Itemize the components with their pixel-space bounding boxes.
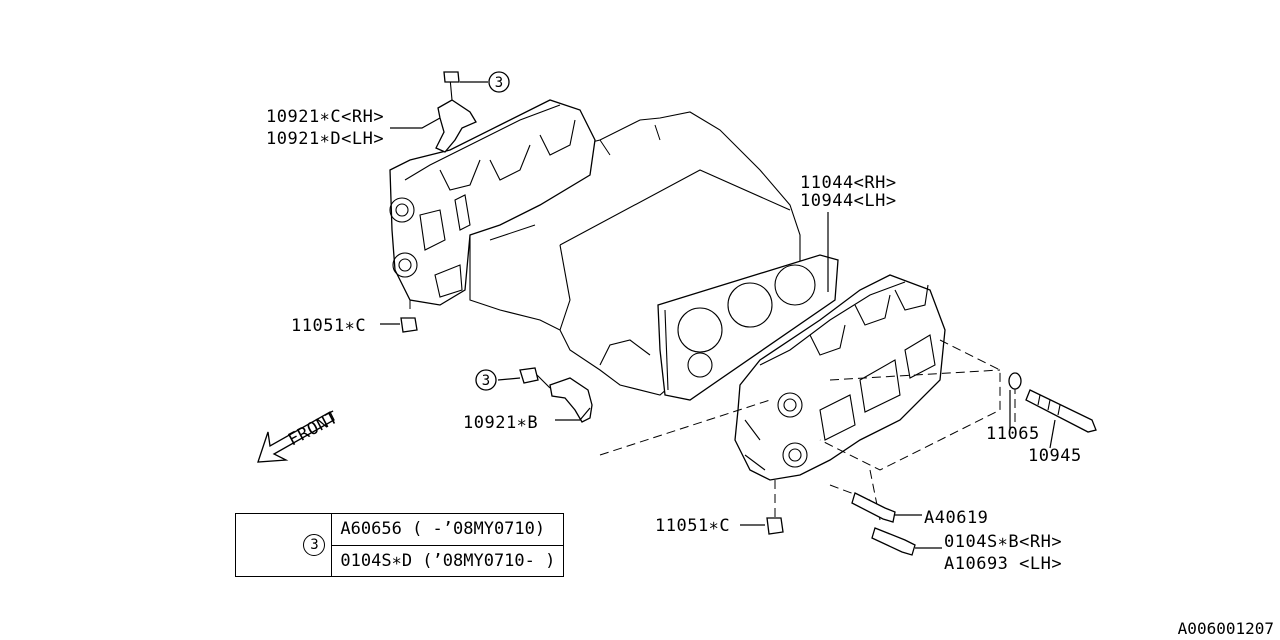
bolt-0104sb [871, 527, 916, 556]
label-11051c-bottom: 11051∗C [655, 516, 730, 536]
callout-upper-number: 3 [495, 75, 503, 91]
label-a10693: A10693 <LH> [944, 554, 1062, 574]
label-a40619: A40619 [924, 508, 988, 528]
label-11065: 11065 [986, 424, 1040, 444]
label-10921c: 10921∗C<RH> [266, 107, 384, 127]
oil-jet-lower [519, 367, 593, 423]
diagram-id: A006001207 [1177, 619, 1274, 638]
oil-jet-upper [435, 71, 477, 153]
front-arrow: FRONT [257, 408, 342, 463]
callout-upper: 3 [488, 71, 510, 93]
leader-lines [380, 81, 1056, 549]
label-10944: 10944<LH> [800, 191, 897, 211]
cylinder-head-lower [734, 274, 946, 481]
reference-table-cell: A60656 ( -’08MY0710) [331, 513, 565, 546]
reference-table: 3 A60656 ( -’08MY0710) 0104S∗D (’08MY071… [234, 513, 565, 577]
label-10921b: 10921∗B [463, 413, 538, 433]
reference-table-row: 3 A60656 ( -’08MY0710) [234, 513, 565, 577]
head-bolt-10945 [1025, 389, 1097, 433]
callout-lower-number: 3 [482, 373, 490, 389]
front-label: FRONT [285, 408, 342, 451]
bolt-a40619 [851, 492, 896, 523]
plug-upper [400, 317, 418, 333]
cylinder-head-upper [389, 99, 596, 306]
reference-table-ref-cell: 3 [234, 513, 333, 577]
label-0104sb: 0104S∗B<RH> [944, 532, 1062, 552]
label-11051c-top: 11051∗C [291, 316, 366, 336]
plug-lower [766, 517, 784, 535]
label-11044: 11044<RH> [800, 173, 897, 193]
label-10945: 10945 [1028, 446, 1082, 466]
head-gasket [657, 254, 839, 401]
washer-11065 [1008, 372, 1022, 390]
reference-table-cell: 0104S∗D (’08MY0710- ) [331, 544, 565, 577]
reference-table-row: 0104S∗D (’08MY0710- ) [236, 544, 565, 577]
label-10921d: 10921∗D<LH> [266, 129, 384, 149]
reference-circle: 3 [303, 534, 326, 556]
callout-lower: 3 [475, 369, 497, 391]
